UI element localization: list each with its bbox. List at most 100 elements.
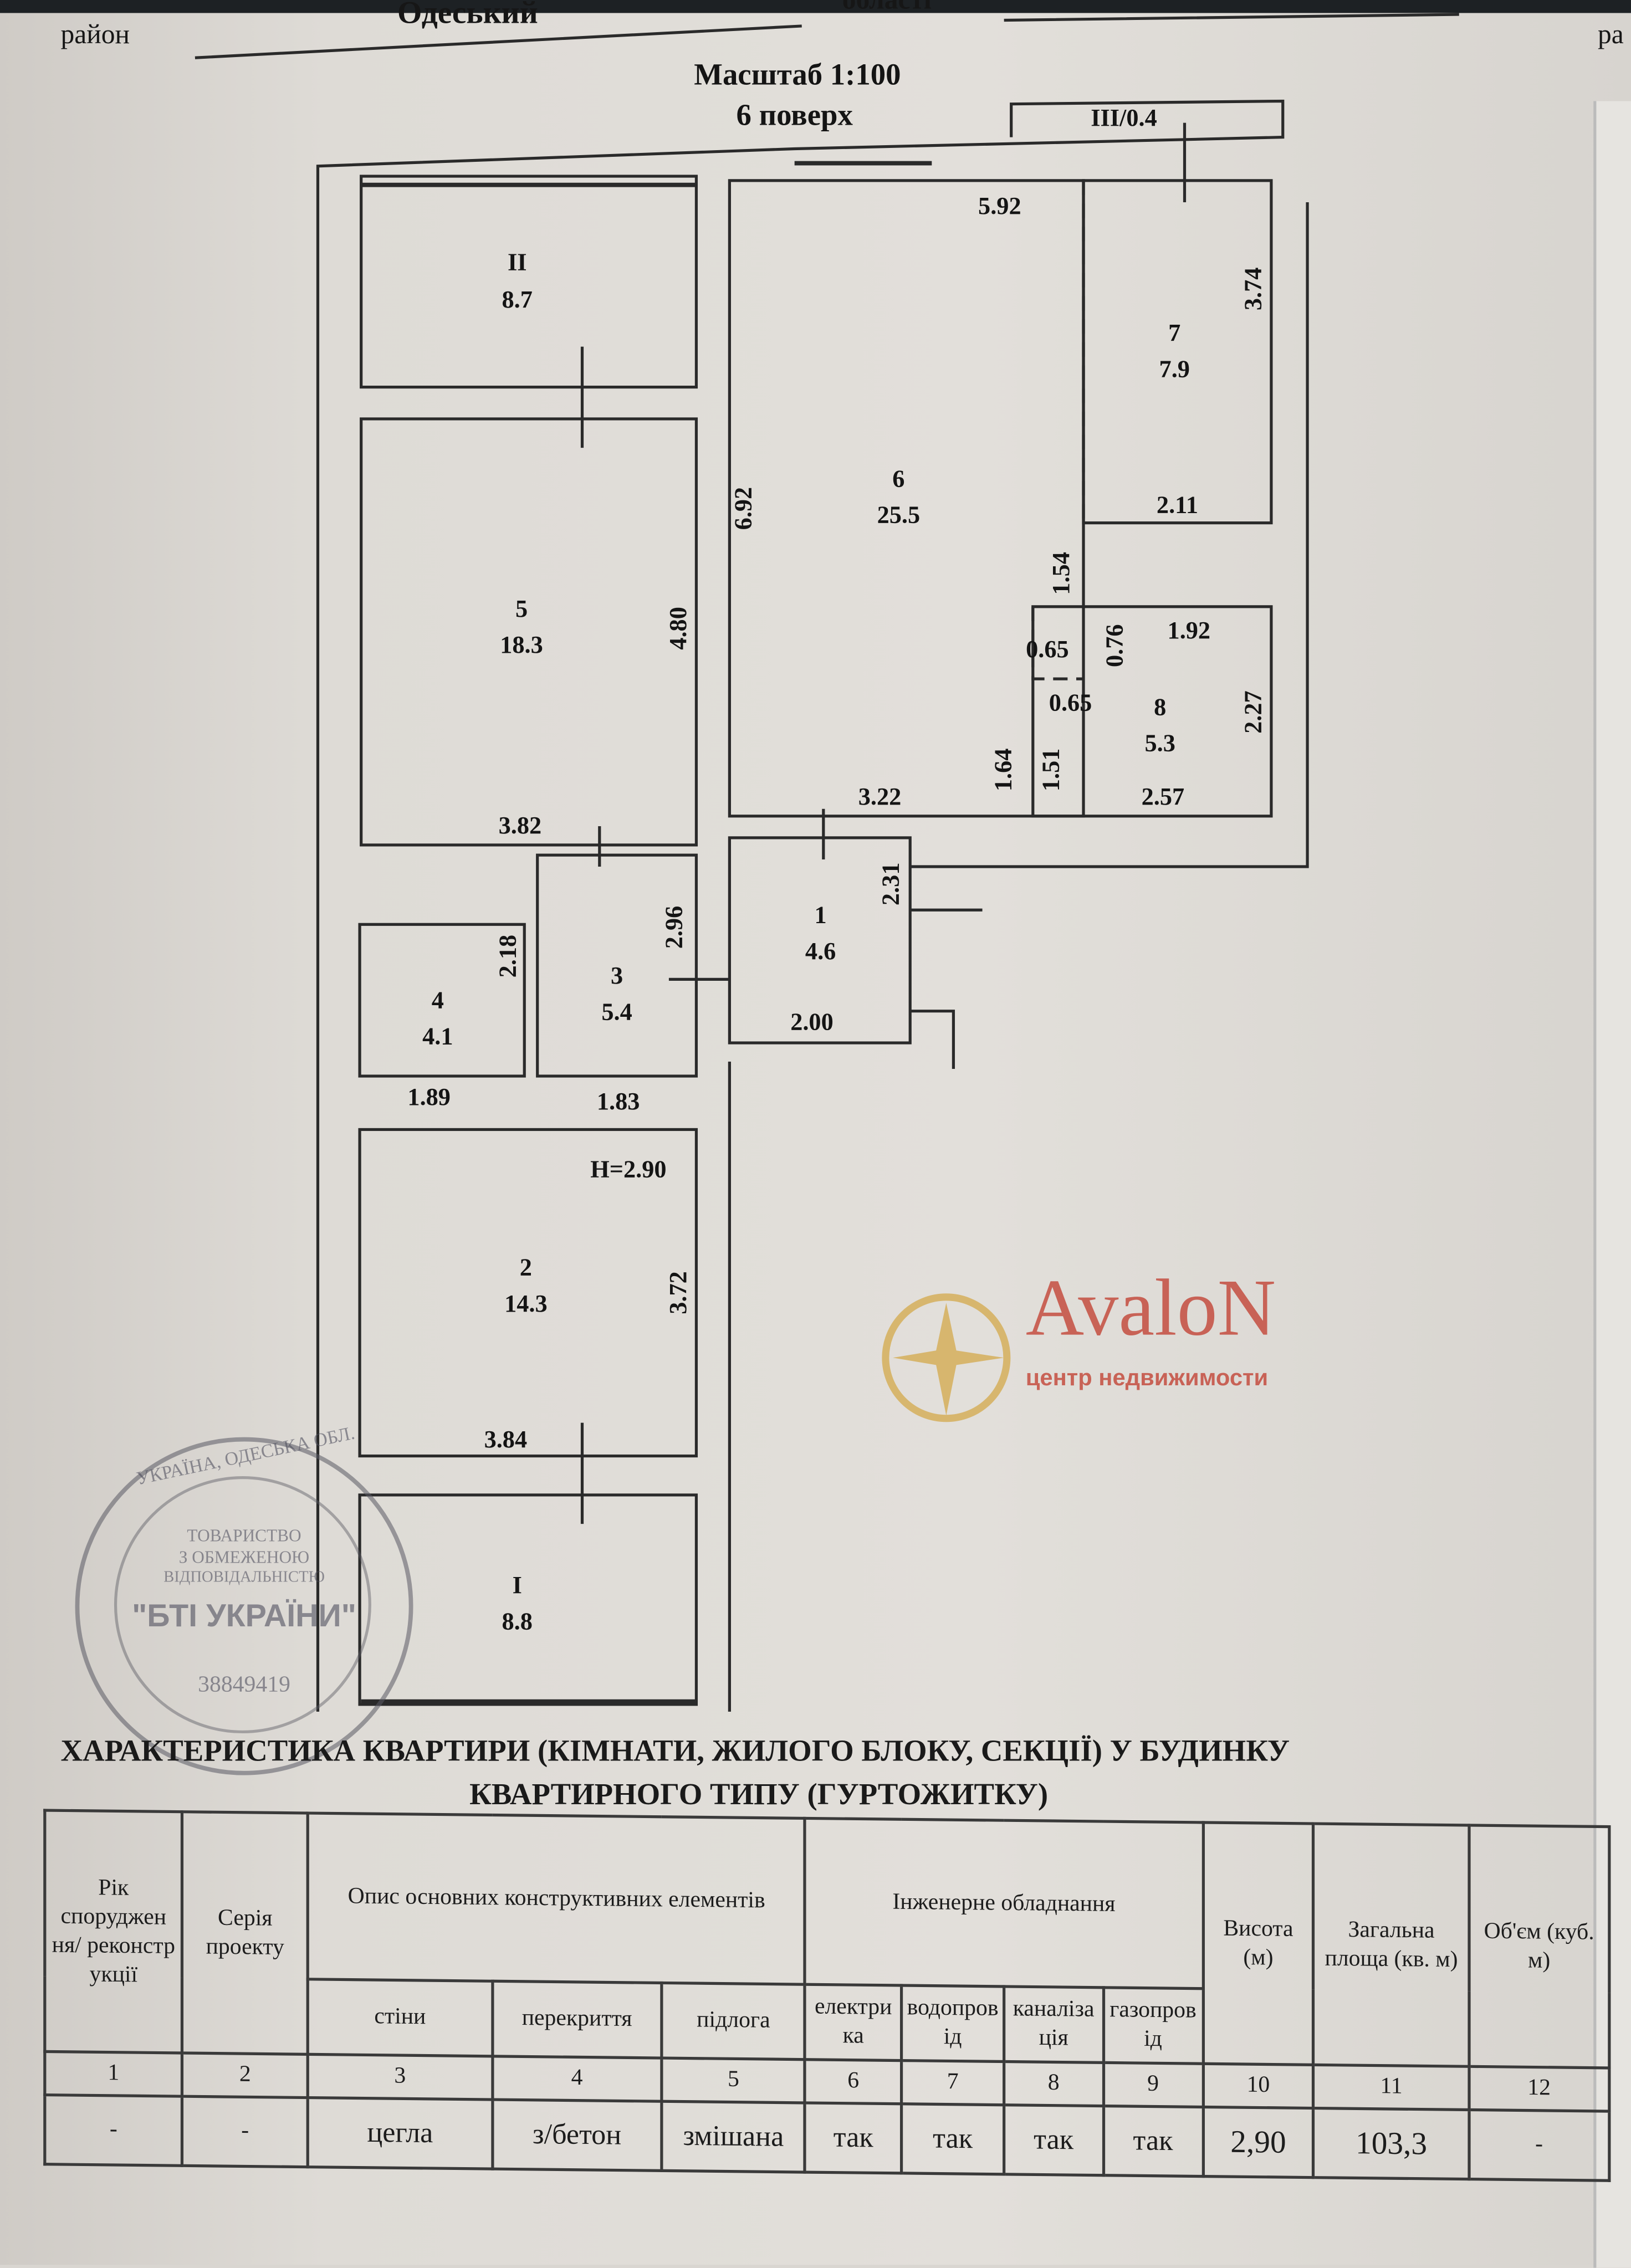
room-id: 5: [515, 595, 528, 623]
stamp-line: ТОВАРИСТВО: [187, 1525, 301, 1546]
company-stamp: УКРАЇНА, ОДЕСЬКА ОБЛ. ТОВАРИСТВО З ОБМЕЖ…: [75, 1421, 413, 1775]
dimension: 3.22: [858, 782, 902, 811]
header-area: Загальна площа (кв. м): [1313, 1824, 1469, 2067]
dimension: 6.92: [729, 487, 757, 530]
district-value: Одеський: [397, 0, 538, 30]
compass-logo-icon: [882, 1293, 1011, 1422]
room-area: 8.8: [502, 1607, 533, 1635]
district-label: район: [60, 20, 130, 51]
dimension: 1.89: [407, 1083, 451, 1111]
col-num: 5: [662, 2058, 805, 2103]
header-engineering: Інженерне обладнання: [805, 1818, 1203, 1989]
cell: з/бетон: [492, 2100, 662, 2171]
room-id: 3: [610, 962, 623, 990]
cell: так: [1103, 2106, 1203, 2177]
stamp-name: "БТІ УКРАЇНИ": [132, 1598, 356, 1634]
col-num: 2: [182, 2052, 308, 2098]
dimension: 1.83: [596, 1087, 640, 1115]
dimension: 2.18: [494, 934, 522, 978]
right-fragment: ра: [1598, 20, 1624, 51]
dimension: 1.51: [1037, 748, 1065, 792]
header-volume: Об'єм (куб. м): [1469, 1825, 1609, 2068]
stamp-line: З ОБМЕЖЕНОЮ: [178, 1547, 310, 1568]
subheader: водопровід: [901, 1985, 1004, 2062]
room-area: 5.3: [1144, 729, 1175, 757]
cell: -: [182, 2096, 308, 2167]
col-num: 10: [1203, 2064, 1314, 2108]
dimension: 3.84: [484, 1425, 528, 1453]
col-num: 12: [1469, 2066, 1609, 2112]
room-area: 7.9: [1159, 355, 1190, 383]
dimension: 2.00: [790, 1008, 834, 1036]
room-id: 6: [892, 465, 905, 493]
cell: так: [1004, 2105, 1103, 2175]
watermark-brand: AvaloN: [1025, 1263, 1276, 1354]
col-num: 7: [901, 2060, 1004, 2105]
room-area: 25.5: [877, 501, 921, 529]
room-area: 18.3: [500, 631, 543, 659]
col-num: 6: [805, 2059, 902, 2104]
dimension: 1.54: [1047, 552, 1075, 595]
stamp-code: 38849419: [198, 1672, 290, 1697]
dimension: 2.27: [1239, 690, 1267, 734]
floor-label: 6 поверх: [736, 97, 853, 132]
stamp-line: ВІДПОВІДАЛЬНІСТЮ: [163, 1568, 325, 1586]
col-num: 3: [308, 2054, 493, 2100]
col-num: 9: [1103, 2062, 1203, 2107]
room-area: 5.4: [601, 998, 632, 1026]
cell: 103,3: [1313, 2108, 1469, 2179]
dimension: 1.92: [1167, 617, 1211, 644]
header-series: Серія проекту: [182, 1811, 308, 2055]
room-id: I: [512, 1571, 522, 1599]
adjacent-page-edge: [1593, 101, 1631, 2268]
room-area: 4.6: [805, 937, 836, 965]
cell: цегла: [308, 2097, 493, 2169]
room-8: [1031, 605, 1273, 818]
room-1: [728, 836, 912, 1045]
section-title-line1: ХАРАКТЕРИСТИКА КВАРТИРИ (КІМНАТИ, ЖИЛОГО…: [60, 1733, 1290, 1768]
room-3: [536, 853, 698, 1078]
subheader: підлога: [662, 1983, 805, 2060]
cell: змішана: [662, 2101, 805, 2173]
balcony-label: III/0.4: [1091, 104, 1157, 132]
header-constructive: Опис основних конструктивних елементів: [308, 1813, 805, 1985]
room-area: 14.3: [504, 1289, 548, 1318]
dimension: 2.96: [660, 905, 688, 949]
dimension: 2.31: [877, 862, 904, 906]
cell: так: [901, 2103, 1004, 2174]
cell: -: [1469, 2110, 1609, 2181]
dimension: 3.72: [664, 1271, 692, 1314]
subheader: перекриття: [492, 1981, 662, 2059]
dimension: 2.57: [1141, 782, 1185, 811]
subheader: газопровід: [1103, 1987, 1203, 2064]
dimension: 0.76: [1101, 624, 1128, 667]
col-num: 4: [492, 2056, 662, 2102]
dimension: 0.65: [1049, 689, 1092, 716]
dimension: 2.11: [1156, 491, 1199, 519]
ceiling-height: H=2.90: [590, 1155, 667, 1183]
col-num: 11: [1313, 2065, 1469, 2110]
room-4: [358, 923, 526, 1078]
dimension: 4.80: [664, 607, 692, 650]
dimension: 1.64: [989, 748, 1018, 792]
header-year: Рік споруджен ня/ реконстр укції: [44, 1810, 182, 2053]
subheader: стіни: [308, 1979, 493, 2056]
room-6: [728, 179, 1085, 818]
scale-label: Масштаб 1:100: [694, 57, 901, 92]
dimension: 3.74: [1239, 267, 1267, 311]
header-height: Висота (м): [1203, 1822, 1314, 2065]
col-num: 1: [44, 2051, 182, 2097]
room-2: [358, 1128, 698, 1458]
col-num: 8: [1004, 2061, 1103, 2106]
dimension: 5.92: [978, 192, 1021, 220]
section-title-line2: КВАРТИРНОГО ТИПУ (ГУРТОЖИТКУ): [469, 1776, 1049, 1811]
room-id: 8: [1154, 693, 1167, 721]
subheader: каналізація: [1004, 1986, 1103, 2063]
outer-walls: [195, 13, 1459, 1712]
room-7: [1082, 179, 1273, 525]
cell: так: [805, 2102, 902, 2173]
region-label: області: [842, 0, 932, 16]
watermark-tagline: центр недвижимости: [1025, 1366, 1269, 1391]
